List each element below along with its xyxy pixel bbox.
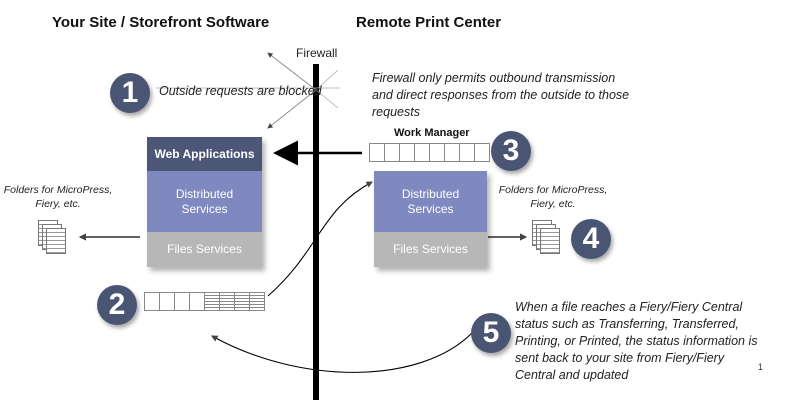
step-1-badge: 1 — [110, 73, 150, 113]
step-5-text: When a file reaches a Fiery/Fiery Centra… — [515, 300, 758, 382]
blocked-request-line-bottom — [267, 89, 317, 129]
outbound-curve-arrow — [267, 181, 373, 297]
right-distributed-services-block: Distributed Services — [374, 171, 487, 232]
firewall-note: Firewall only permits outbound transmiss… — [372, 71, 630, 119]
left-distributed-services-block: Distributed Services — [147, 171, 262, 232]
step-1-text: Outside requests are blocked — [159, 84, 322, 98]
step-3-badge: 3 — [491, 131, 531, 171]
web-applications-block: Web Applications — [147, 137, 262, 171]
step-2-badge: 2 — [97, 285, 137, 325]
corner-mark: 1 — [758, 362, 764, 372]
left-folders-documents-icon — [38, 220, 66, 254]
step-5-badge: 5 — [471, 313, 511, 353]
step-4-badge: 4 — [571, 219, 611, 259]
right-files-services-block: Files Services — [374, 232, 487, 267]
status-return-curve-arrow — [211, 332, 473, 373]
right-service-stack: Distributed Services Files Services — [374, 171, 487, 267]
work-manager-label: Work Manager — [394, 127, 470, 139]
work-manager-queue — [369, 143, 490, 162]
outbound-file-queue — [144, 292, 265, 311]
right-section-header: Remote Print Center — [356, 14, 502, 31]
firewall-bar — [313, 64, 319, 400]
right-folders-documents-icon — [532, 220, 560, 254]
left-folders-label: Folders for MicroPress, Fiery, etc. — [3, 184, 113, 210]
firewall-label: Firewall — [296, 46, 338, 60]
right-folders-label: Folders for MicroPress, Fiery, etc. — [498, 184, 608, 210]
left-files-services-block: Files Services — [147, 232, 262, 267]
left-section-header: Your Site / Storefront Software — [52, 14, 270, 31]
left-service-stack: Web Applications Distributed Services Fi… — [147, 137, 262, 267]
blocked-request-line-top — [267, 52, 317, 91]
